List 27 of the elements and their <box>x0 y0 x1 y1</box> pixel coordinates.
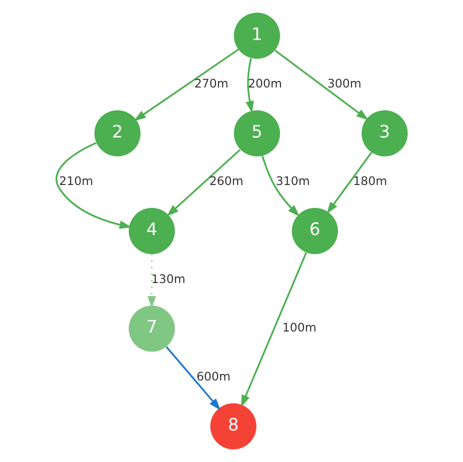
node-circle: 2 <box>94 110 140 156</box>
arrow <box>261 156 300 217</box>
arrow <box>166 149 240 216</box>
arrow <box>165 346 220 410</box>
node-circle: 6 <box>291 208 338 254</box>
edge-label: 100m <box>282 320 316 335</box>
node-circle: 1 <box>233 12 280 59</box>
edge-label: 270m <box>194 76 228 91</box>
arrow <box>326 152 372 214</box>
edge-label: 130m <box>150 272 185 286</box>
edge-label: 310m <box>275 174 310 188</box>
node-circle: 3 <box>361 110 408 156</box>
node-circle: 5 <box>233 110 280 156</box>
node-circle: 4 <box>128 208 174 254</box>
edge-label: 300m <box>326 76 361 91</box>
node-circle: 8 <box>210 403 256 450</box>
arrow <box>147 254 156 308</box>
arrow <box>133 48 238 122</box>
arrow <box>245 58 254 114</box>
edge-label: 600m <box>196 369 230 384</box>
arrow <box>240 252 306 408</box>
node-circle: 7 <box>128 306 174 352</box>
edge-label: 260m <box>208 174 243 188</box>
edge-label: 180m <box>352 174 387 188</box>
edge-label: 210m <box>58 174 93 188</box>
arrow <box>55 142 132 229</box>
arrow <box>274 50 368 120</box>
